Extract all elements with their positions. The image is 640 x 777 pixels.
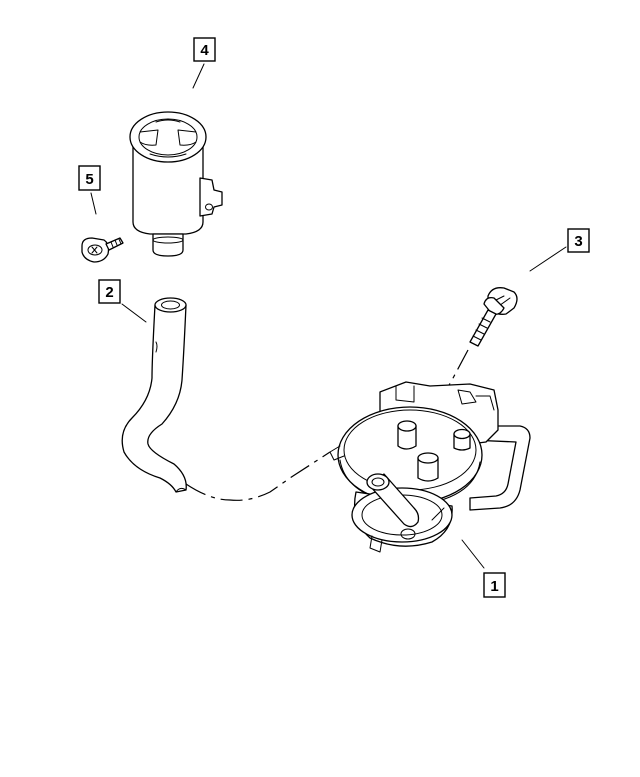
callout-label-5: 5 [85, 171, 93, 188]
hose [121, 297, 187, 493]
callout-2[interactable]: 2 [98, 279, 147, 323]
leader-line-1 [461, 539, 485, 569]
callout-label-3: 3 [574, 233, 582, 250]
callout-box-3 [567, 228, 590, 253]
screw [81, 237, 124, 263]
callout-label-4: 4 [200, 42, 209, 59]
callout-4[interactable]: 4 [192, 37, 216, 89]
callout-box-1 [483, 572, 506, 598]
valve-assembly [329, 381, 531, 553]
leader-line-5 [90, 192, 97, 215]
callout-1[interactable]: 1 [461, 539, 506, 598]
leader-line-3 [529, 246, 567, 272]
callout-box-4 [193, 37, 216, 62]
reservoir [129, 111, 223, 257]
bolt [469, 287, 518, 347]
callout-box-2 [98, 279, 121, 304]
leader-line-2 [121, 303, 147, 323]
callout-label-2: 2 [105, 284, 113, 301]
callout-box-5 [78, 165, 101, 191]
leader-line-4 [192, 63, 205, 89]
callout-label-1: 1 [490, 578, 498, 595]
routing-line [185, 451, 331, 501]
callout-5[interactable]: 5 [78, 165, 101, 215]
callout-3[interactable]: 3 [529, 228, 590, 272]
